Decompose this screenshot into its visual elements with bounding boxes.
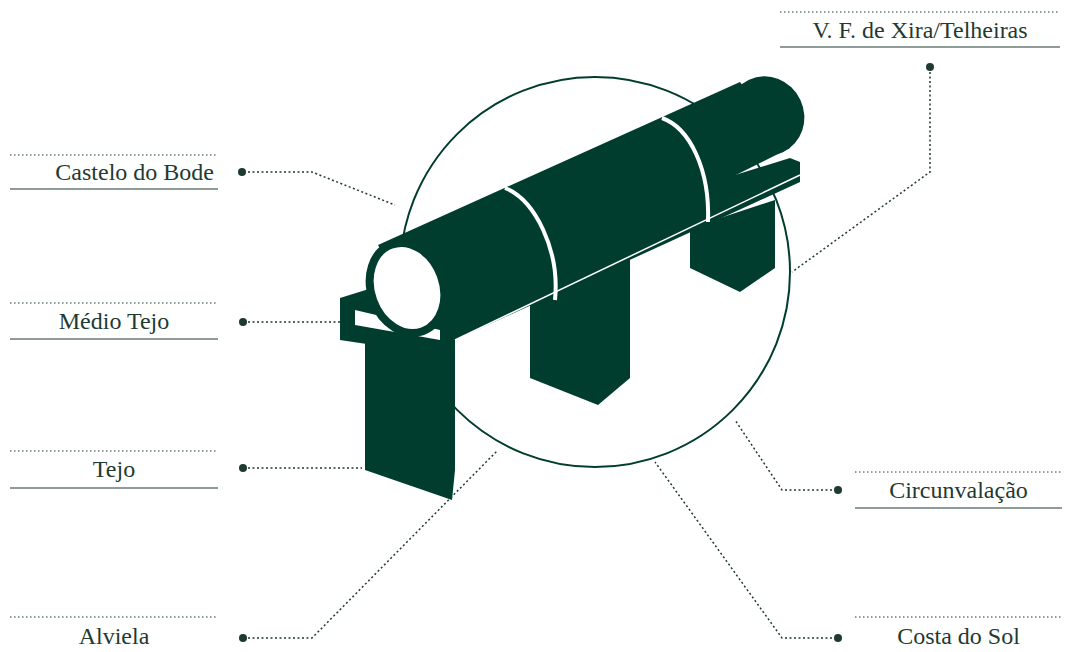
leader-lines [248, 72, 930, 638]
aqueduct [340, 64, 817, 500]
label-underlines [10, 47, 1062, 508]
leader-dots [238, 63, 934, 642]
pipe-opening [357, 232, 456, 343]
pipe-joints [505, 118, 708, 300]
site-label: Castelo do Bode [55, 158, 214, 186]
label-rules [10, 12, 1062, 617]
site-label: Costa do Sol [897, 622, 1020, 650]
site-label: Médio Tejo [59, 307, 170, 335]
site-label: Tejo [93, 455, 135, 483]
site-label: V. F. de Xira/Telheiras [812, 16, 1027, 44]
site-label: Alviela [79, 622, 150, 650]
site-label: Circunvalação [889, 476, 1028, 504]
